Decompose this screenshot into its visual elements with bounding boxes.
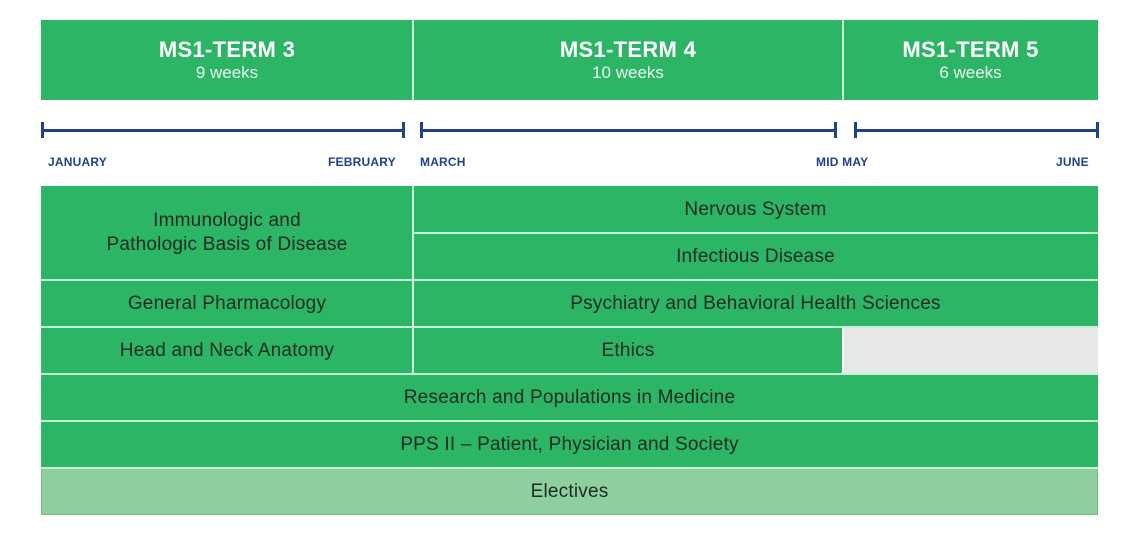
course-psychiatry: Psychiatry and Behavioral Health Science… <box>413 280 1098 327</box>
term-3-duration: 9 weeks <box>195 63 259 82</box>
term-4-duration: 10 weeks <box>592 63 664 82</box>
course-label: Research and Populations in Medicine <box>403 386 736 408</box>
course-label: Head and Neck Anatomy <box>119 339 335 361</box>
grid-divider <box>41 373 1098 375</box>
course-head-neck-anatomy: Head and Neck Anatomy <box>41 327 413 374</box>
timeline-tick <box>420 122 423 138</box>
month-label-march: MARCH <box>420 155 466 169</box>
course-label: Nervous System <box>684 198 827 220</box>
course-immunologic-pathologic: Immunologic and Pathologic Basis of Dise… <box>41 186 413 280</box>
grid-divider <box>41 467 1098 469</box>
term-divider <box>842 20 844 100</box>
term-3-header: MS1-TERM 3 9 weeks <box>41 20 413 100</box>
grid-divider <box>842 327 844 374</box>
term-divider <box>412 20 414 100</box>
empty-slot <box>843 327 1098 374</box>
month-label-june: JUNE <box>1056 155 1089 169</box>
timeline-segment-term-3 <box>42 129 404 132</box>
grid-divider <box>41 326 1098 328</box>
course-electives: Electives <box>41 468 1098 515</box>
course-pps-ii: PPS II – Patient, Physician and Society <box>41 421 1098 468</box>
course-general-pharmacology: General Pharmacology <box>41 280 413 327</box>
term-4-title: MS1-TERM 4 <box>559 37 697 62</box>
term-4-header: MS1-TERM 4 10 weeks <box>413 20 843 100</box>
timeline-segment-term-5 <box>855 129 1098 132</box>
term-5-header: MS1-TERM 5 6 weeks <box>843 20 1098 100</box>
term-5-duration: 6 weeks <box>939 63 1002 82</box>
course-label: Infectious Disease <box>676 245 835 267</box>
course-nervous-system: Nervous System <box>413 186 1098 233</box>
course-research-populations: Research and Populations in Medicine <box>41 374 1098 421</box>
course-label: Psychiatry and Behavioral Health Science… <box>570 292 941 314</box>
month-label-mid-may: MID MAY <box>816 155 869 169</box>
timeline-tick <box>1096 122 1099 138</box>
timeline-tick <box>402 122 405 138</box>
term-5-title: MS1-TERM 5 <box>902 37 1039 62</box>
course-infectious-disease: Infectious Disease <box>413 233 1098 280</box>
month-label-january: JANUARY <box>48 155 107 169</box>
course-label: General Pharmacology <box>127 292 327 314</box>
grid-divider <box>413 232 1098 234</box>
timeline-segment-term-4 <box>421 129 836 132</box>
timeline-tick <box>854 122 857 138</box>
course-label: Ethics <box>601 339 655 361</box>
course-ethics: Ethics <box>413 327 843 374</box>
term-3-title: MS1-TERM 3 <box>158 37 296 62</box>
grid-divider <box>41 279 1098 281</box>
grid-divider <box>41 420 1098 422</box>
course-label: Electives <box>530 480 609 502</box>
timeline-tick <box>834 122 837 138</box>
course-label: Pathologic Basis of Disease <box>106 234 348 255</box>
course-label: PPS II – Patient, Physician and Society <box>400 433 739 455</box>
month-label-february: FEBRUARY <box>328 155 396 169</box>
course-label: Immunologic and <box>153 210 301 231</box>
timeline-tick <box>41 122 44 138</box>
